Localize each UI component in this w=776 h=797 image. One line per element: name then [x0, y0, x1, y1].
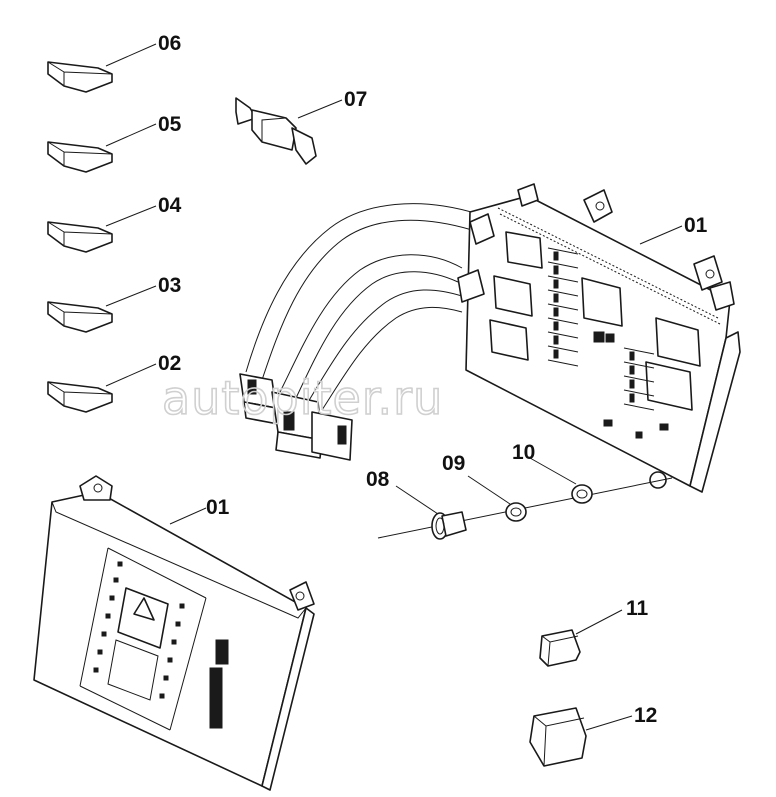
callout-01-bottom: 01 [206, 496, 230, 519]
cable-harness [245, 203, 479, 411]
washer-10[interactable] [571, 484, 593, 504]
callout-08: 08 [366, 468, 390, 491]
relay-box-open-01[interactable] [457, 183, 741, 493]
relay-12[interactable] [529, 707, 587, 767]
leader-lines [105, 43, 683, 731]
fuse-02[interactable] [47, 381, 113, 413]
callout-02: 02 [158, 352, 181, 375]
washer-09[interactable] [505, 502, 527, 522]
callout-10: 10 [512, 441, 535, 464]
callout-09: 09 [442, 452, 465, 475]
fuse-06[interactable] [47, 61, 113, 93]
harness-connector-c[interactable] [311, 411, 353, 461]
strip-fuse-07[interactable] [235, 97, 317, 165]
relay-box-lid-01[interactable] [33, 475, 315, 791]
callout-07: 07 [344, 88, 367, 111]
fuse-04[interactable] [47, 221, 113, 253]
callout-04: 04 [158, 194, 182, 217]
callout-06: 06 [158, 32, 181, 55]
fuse-05[interactable] [47, 141, 113, 173]
callout-03: 03 [158, 274, 181, 297]
harness-connector-a[interactable] [239, 373, 279, 425]
fuse-03[interactable] [47, 301, 113, 333]
screw-08[interactable] [431, 511, 467, 540]
harness-connector-b[interactable] [271, 391, 323, 459]
callout-05: 05 [158, 113, 182, 136]
watermark: autopiter.ru [162, 371, 443, 425]
callout-12: 12 [634, 704, 657, 727]
callout-11: 11 [626, 597, 649, 620]
relay-11[interactable] [539, 629, 581, 667]
callout-01-top: 01 [684, 214, 708, 237]
